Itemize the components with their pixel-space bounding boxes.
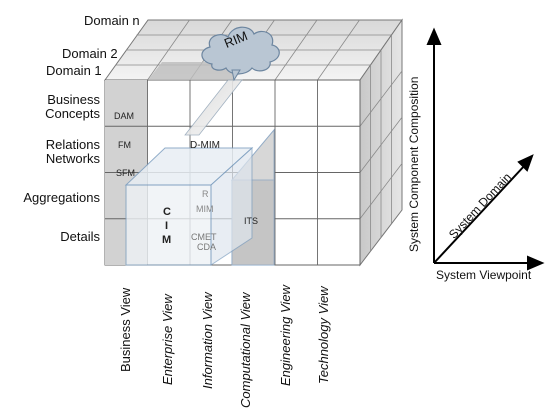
domain-1-label: Domain 1 bbox=[46, 63, 102, 78]
dmim-slab bbox=[184, 79, 243, 136]
diagonal-axis-arrow bbox=[517, 154, 534, 172]
cell-sfm: SFM bbox=[116, 168, 135, 178]
rim-cloud-tail bbox=[231, 69, 241, 82]
column-label-technology-view: Technology View bbox=[316, 286, 331, 384]
cell-cim-i: I bbox=[165, 220, 169, 232]
cell-rmim-mim: MIM bbox=[196, 204, 214, 214]
row-label-aggregations: Aggregations bbox=[23, 190, 100, 205]
column-label-business-view: Business View bbox=[118, 287, 133, 372]
horizontal-axis-arrow bbox=[527, 255, 545, 271]
cell-cda: CDA bbox=[197, 242, 217, 252]
row-label-details: Details bbox=[60, 229, 100, 244]
diagonal-axis-line bbox=[433, 163, 527, 264]
axis-label-system-viewpoint: System Viewpoint bbox=[436, 268, 532, 282]
domain-n-label: Domain n bbox=[84, 13, 140, 28]
column-label-information-view: Information View bbox=[200, 292, 215, 389]
cell-cim-m: M bbox=[162, 234, 172, 246]
cell-dam: DAM bbox=[114, 111, 134, 121]
cell-dmim: D-MIM bbox=[190, 140, 220, 151]
cell-cim-c: C bbox=[163, 206, 171, 218]
column-label-enterprise-view: Enterprise View bbox=[160, 294, 175, 385]
cell-fm: FM bbox=[118, 140, 131, 150]
axis-label-system-component-composition: System Component Composition bbox=[407, 76, 421, 252]
domain-2-label: Domain 2 bbox=[62, 46, 118, 61]
cim-box-front bbox=[125, 184, 212, 266]
cell-its: ITS bbox=[244, 216, 259, 226]
cell-cmet: CMET bbox=[191, 232, 217, 242]
cube-side-grid bbox=[359, 35, 403, 252]
cell-rmim-r: R bbox=[202, 189, 209, 199]
column-label-engineering-view: Engineering View bbox=[278, 285, 293, 386]
axes bbox=[426, 27, 545, 271]
vertical-axis-arrow bbox=[426, 27, 442, 45]
column-label-computational-view: Computational View bbox=[238, 292, 253, 408]
